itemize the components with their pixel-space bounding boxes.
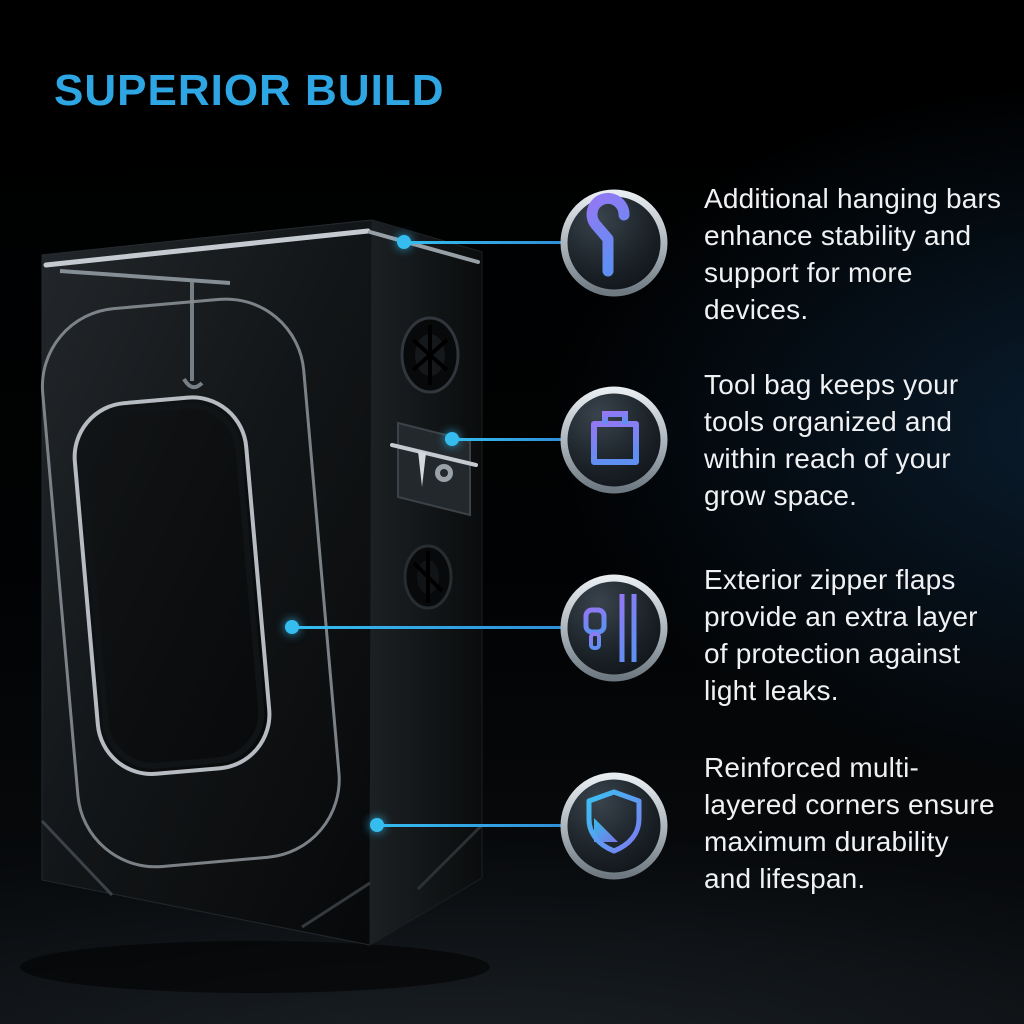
callout-line-corners — [370, 818, 562, 832]
feature-text-corners: Reinforced multi-layered corners ensure … — [704, 752, 995, 894]
feature-text-zipper-flaps: Exterior zipper flaps provide an extra l… — [704, 564, 978, 706]
hook-icon — [558, 187, 670, 299]
callout-line-hanging-bars — [397, 235, 562, 249]
feature-text-hanging-bars: Additional hanging bars enhance stabilit… — [704, 183, 1002, 325]
callout-line-tool-bag — [445, 432, 562, 446]
callout-dot — [397, 235, 411, 249]
zipper-icon — [558, 572, 670, 684]
tool-bag-icon — [558, 384, 670, 496]
page-title: SUPERIOR BUILD — [54, 66, 445, 115]
callout-line-zipper-flaps — [285, 620, 562, 634]
feature-text-tool-bag: Tool bag keeps your tools organized and … — [704, 369, 959, 511]
callout-dot — [370, 818, 384, 832]
grow-tent-illustration — [20, 219, 490, 993]
callout-dot — [285, 620, 299, 634]
callout-dot — [445, 432, 459, 446]
shield-icon — [558, 770, 670, 882]
